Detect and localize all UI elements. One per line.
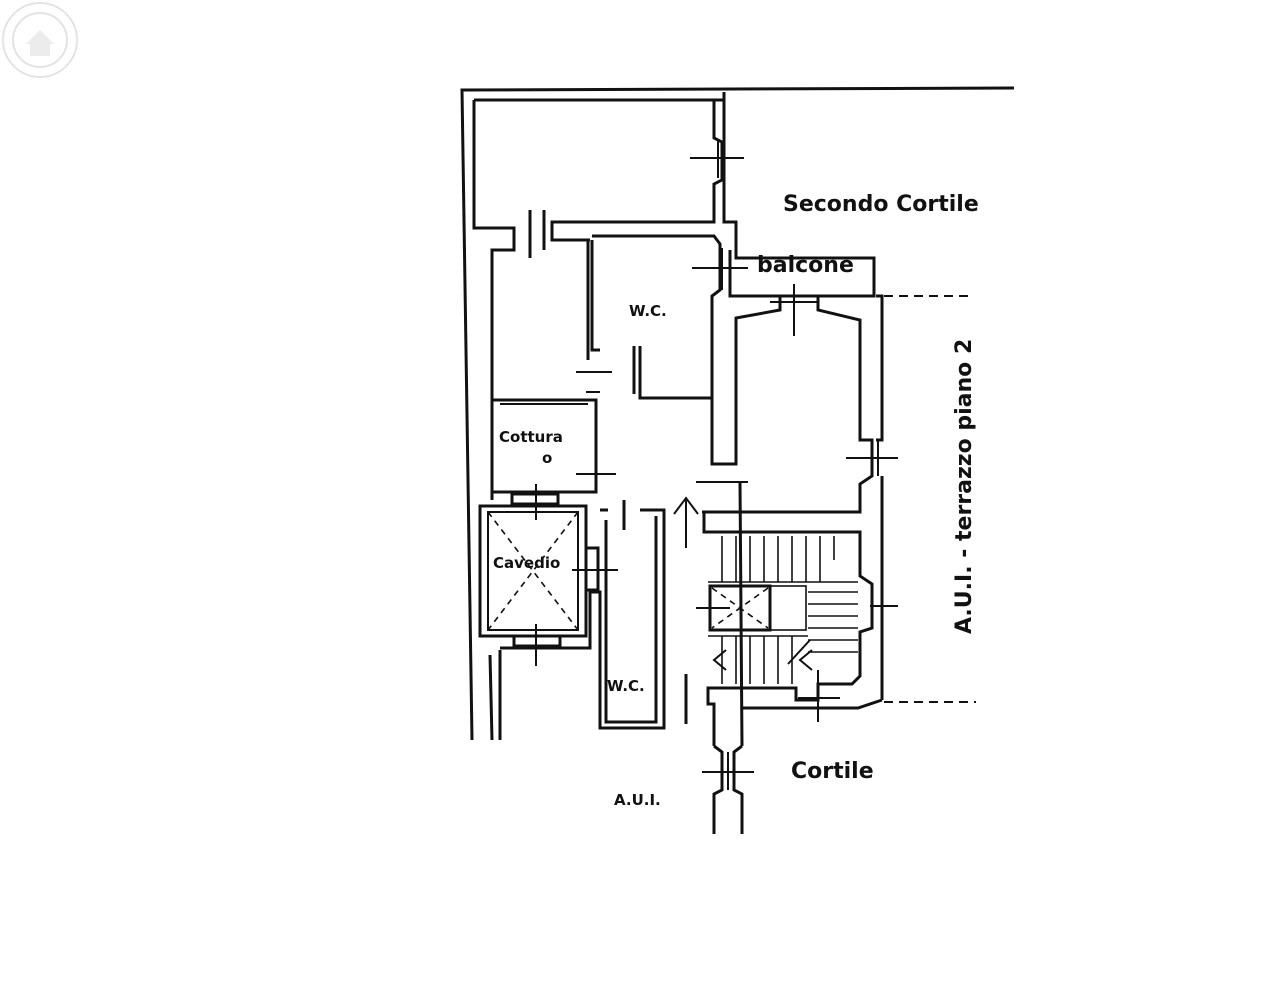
lower-left-walls [500,500,688,730]
label-cottura: Cottura [499,428,563,446]
label-aui-bottom: A.U.I. [614,791,661,809]
label-wc-upper: W.C. [629,302,667,320]
window-markers [535,140,898,790]
label-cortile: Cortile [791,759,874,784]
entrance-walls [712,744,744,834]
label-balcone: balcone [757,253,854,278]
corridor-arrow-icon [673,496,699,548]
label-terrazzo: A.U.I. - terrazzo piano 2 [952,339,977,634]
label-secondo-cortile: Secondo Cortile [783,192,979,217]
staircase [702,481,883,747]
watermark-logo [2,2,78,78]
label-cavedio: Cavedio [493,554,560,572]
label-cottura-symbol: o [542,449,552,467]
outer-walls [460,86,1015,741]
upper-room-walls [528,100,738,258]
wc-upper-walls [586,234,722,400]
label-wc-lower: W.C. [607,677,645,695]
balcone-walls [702,222,876,514]
